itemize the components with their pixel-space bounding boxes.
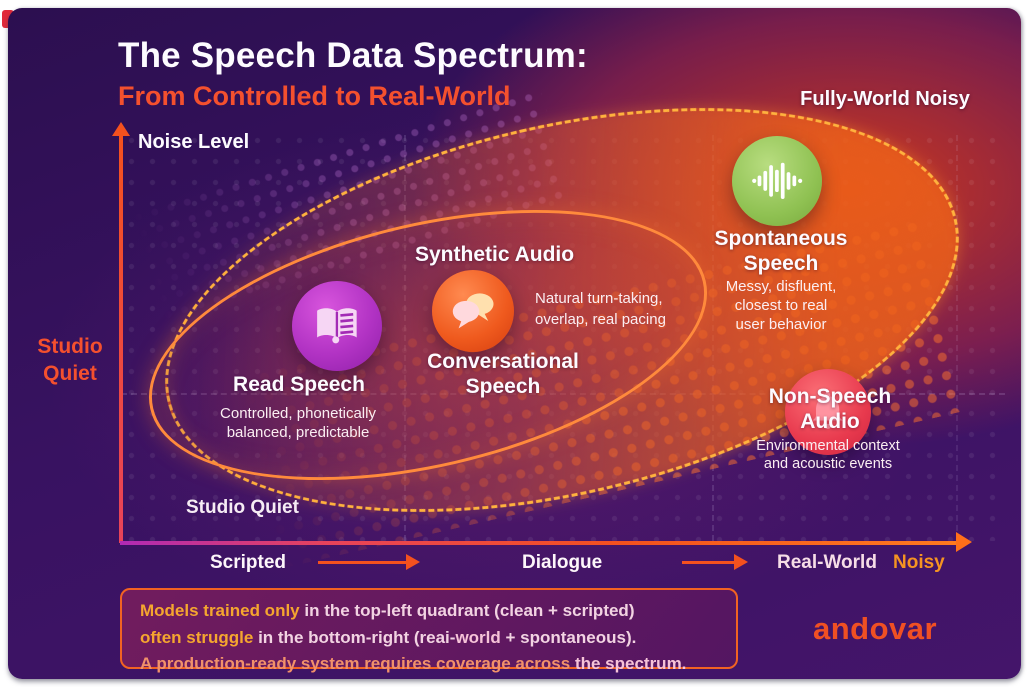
x-tick-scripted: Scripted [210, 552, 287, 573]
read-speech-title: Read Speech [233, 373, 365, 396]
x-end-label-real-world: Real-World [777, 552, 877, 573]
quadrant-label-studio-quiet: Studio Quiet [186, 497, 299, 518]
footnote-bold-text: world [455, 627, 501, 647]
page-subtitle: From Controlled to Real-World [118, 81, 511, 111]
footnote-line-3: A production-ready system requires cover… [140, 651, 718, 678]
chat-bubbles-icon [452, 292, 494, 328]
footnote-plain-text: in the top-left quadrant (clean + script… [299, 601, 635, 620]
page-title: The Speech Data Spectrum: [118, 36, 588, 75]
spontaneous-speech-circle [732, 136, 822, 226]
footnote-accent-text: often struggle [140, 627, 254, 647]
x-end-label-noisy: Noisy [893, 552, 945, 573]
y-axis-label: Noise Level [138, 131, 250, 153]
tick-arrow-line-1 [318, 561, 406, 564]
y-axis-arrowhead [112, 122, 130, 136]
conversational-speech-circle [432, 270, 514, 352]
non-speech-audio-description: Environmental context and acoustic event… [756, 438, 900, 472]
read-speech-circle [292, 281, 382, 371]
footnote-salmon-text: A production-ready system requires cover… [140, 654, 575, 673]
read-speech-description: Controlled, phonetically balanced, predi… [220, 405, 376, 441]
x-axis-line [120, 541, 958, 545]
infographic-card: The Speech Data Spectrum: From Controlle… [8, 8, 1021, 679]
conversational-speech-description: Natural turn-taking, overlap, real pacin… [535, 290, 666, 328]
y-axis-low-side-label: Studio Quiet [37, 335, 103, 385]
spontaneous-speech-description: Messy, disfluent, closest to real user b… [725, 278, 837, 333]
gridline-vertical-3 [956, 135, 958, 541]
waveform-icon [752, 162, 803, 200]
non-speech-audio-title: Non-Speech Audio [768, 385, 892, 433]
x-axis-arrowhead [956, 532, 972, 552]
x-tick-dialogue: Dialogue [522, 552, 603, 573]
top-right-corner-label: Fully-World Noisy [800, 88, 970, 110]
non-speech-audio-circle [785, 369, 871, 455]
bell-icon [813, 392, 843, 430]
spontaneous-speech-title: Spontaneous Speech [714, 227, 848, 275]
footnote-box: Models trained only in the top-left quad… [120, 588, 738, 673]
footnote-line-2: often struggle in the bottom-right (reai… [140, 625, 718, 652]
footnote-accent-text: Models trained only [140, 601, 300, 620]
footnote-plain-text: + spontaneous). [500, 627, 637, 647]
book-icon [317, 308, 357, 344]
andovar-logo: andovar [813, 611, 938, 646]
tick-arrow-head-1 [406, 554, 420, 570]
footnote-bold-text: the spectrum. [574, 654, 687, 673]
tick-arrow-line-2 [682, 561, 734, 564]
tick-arrow-head-2 [734, 554, 748, 570]
synthetic-audio-label: Synthetic Audio [415, 243, 575, 266]
y-axis-line [119, 134, 123, 543]
footnote-line-1: Models trained only in the top-left quad… [140, 598, 718, 625]
footnote-plain-text: in the bottom-right (reai- [253, 627, 456, 647]
conversational-speech-title: Conversational Speech [427, 350, 579, 398]
